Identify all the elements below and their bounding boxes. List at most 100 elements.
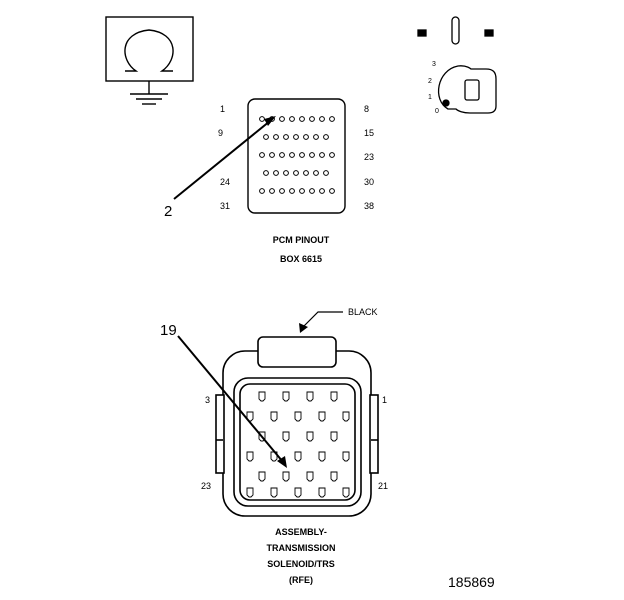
tcm-caption-line1: ASSEMBLY- <box>275 527 327 537</box>
pcm-pin-cavity <box>289 152 295 158</box>
tcm-pin-cavity <box>270 487 278 498</box>
pcm-pin-label-9: 9 <box>218 128 224 138</box>
tcm-pin-cavity <box>306 391 314 402</box>
tcm-pin-cavity <box>282 431 290 442</box>
tcm-pin-cavity <box>318 487 326 498</box>
pcm-connector <box>247 98 346 214</box>
pcm-pin-cavity <box>299 188 305 194</box>
tcm-pin-label-1: 1 <box>382 395 388 405</box>
pcm-pin-cavity <box>259 188 265 194</box>
tcm-caption-line4: (RFE) <box>289 575 313 585</box>
pcm-pin-cavity <box>299 152 305 158</box>
pcm-caption-line1: PCM PINOUT <box>272 235 330 245</box>
pcm-pin-cavity <box>323 170 329 176</box>
pcm-caption-line2: BOX 6615 <box>279 254 323 264</box>
pcm-pin-cavity <box>329 116 335 122</box>
pcm-pin-cavity <box>329 152 335 158</box>
pcm-pin-label-1: 1 <box>220 104 226 114</box>
tcm-connector <box>215 336 379 517</box>
callout-19: 19 <box>160 322 177 339</box>
tcm-pin-cavity <box>270 411 278 422</box>
pcm-pin-label-38: 38 <box>364 201 375 211</box>
tcm-pin-cavity <box>294 451 302 462</box>
ground-symbol <box>105 16 194 105</box>
tcm-pin-cavity <box>246 487 254 498</box>
pcm-pin-cavity <box>309 188 315 194</box>
pcm-pin-cavity <box>303 170 309 176</box>
tcm-pin-cavity <box>318 451 326 462</box>
pcm-pin-cavity <box>309 116 315 122</box>
figure-number: 185869 <box>448 574 495 590</box>
tcm-pin-cavity <box>306 431 314 442</box>
pcm-pin-cavity <box>283 134 289 140</box>
tcm-pin-cavity <box>306 471 314 482</box>
pcm-pin-cavity <box>269 152 275 158</box>
tcm-pin-cavity <box>294 487 302 498</box>
callout-arrowhead-2 <box>264 116 276 126</box>
black-label-leader <box>302 311 343 328</box>
tcm-pin-label-23: 23 <box>201 481 212 491</box>
tcm-pin-cavity <box>330 431 338 442</box>
callout-leader-2 <box>173 120 271 200</box>
pcm-pin-cavity <box>293 170 299 176</box>
tcm-pin-cavities <box>246 391 350 498</box>
pcm-pin-cavity <box>279 188 285 194</box>
tcm-pin-label-21: 21 <box>378 481 389 491</box>
pcm-pin-cavity <box>323 134 329 140</box>
pcm-pin-cavity <box>273 170 279 176</box>
pcm-pin-cavity <box>319 116 325 122</box>
callout-2: 2 <box>164 203 173 220</box>
tcm-pin-cavity <box>330 471 338 482</box>
pcm-pin-cavity <box>259 152 265 158</box>
tcm-pin-cavity <box>246 451 254 462</box>
pcm-pin-cavity <box>273 134 279 140</box>
key-switch-icon <box>417 16 497 114</box>
pcm-pin-label-30: 30 <box>364 177 375 187</box>
tcm-pin-cavity <box>318 411 326 422</box>
tcm-pin-label-3: 3 <box>205 395 211 405</box>
tcm-pin-cavity <box>342 411 350 422</box>
pcm-pin-label-23: 23 <box>364 152 375 162</box>
pcm-pin-cavity <box>309 152 315 158</box>
pcm-pin-label-15: 15 <box>364 128 375 138</box>
pcm-pin-label-8: 8 <box>364 104 370 114</box>
pcm-pin-cavity <box>283 170 289 176</box>
pcm-pin-cavity <box>313 170 319 176</box>
pcm-pin-label-24: 24 <box>220 177 231 187</box>
black-label-arrowhead <box>299 323 308 333</box>
pcm-pin-cavity <box>263 170 269 176</box>
pcm-pin-cavity <box>319 188 325 194</box>
tcm-pin-cavity <box>342 487 350 498</box>
pcm-pin-cavity <box>303 134 309 140</box>
tcm-pin-cavity <box>270 451 278 462</box>
tcm-pin-cavity <box>258 471 266 482</box>
tcm-pin-cavity <box>342 451 350 462</box>
pcm-pin-cavity <box>329 188 335 194</box>
callout-arrowhead-19 <box>277 456 287 468</box>
tcm-pin-cavity <box>282 391 290 402</box>
tcm-pin-cavity <box>258 391 266 402</box>
tcm-pin-cavity <box>294 411 302 422</box>
pcm-pin-cavity <box>299 116 305 122</box>
pcm-pin-cavity <box>313 134 319 140</box>
key-position-2: 2 <box>428 78 432 85</box>
key-position-3: 3 <box>432 61 436 68</box>
pcm-pin-cavity <box>263 134 269 140</box>
callout-leader-19 <box>177 335 284 463</box>
tcm-caption-line3: SOLENOID/TRS <box>267 559 335 569</box>
pcm-pin-cavity <box>319 152 325 158</box>
connector-color-label: BLACK <box>348 307 378 317</box>
pcm-pin-cavity <box>293 134 299 140</box>
pcm-pin-cavity <box>289 116 295 122</box>
tcm-pin-cavity <box>258 431 266 442</box>
key-position-0: 0 <box>435 108 439 115</box>
pcm-pin-grid <box>259 116 335 194</box>
pcm-pin-cavity <box>279 116 285 122</box>
tcm-caption-line2: TRANSMISSION <box>266 543 336 553</box>
pcm-pin-cavity <box>269 188 275 194</box>
pcm-pin-cavity <box>289 188 295 194</box>
tcm-pin-cavity <box>330 391 338 402</box>
key-position-1: 1 <box>428 94 432 101</box>
pcm-pin-cavity <box>279 152 285 158</box>
